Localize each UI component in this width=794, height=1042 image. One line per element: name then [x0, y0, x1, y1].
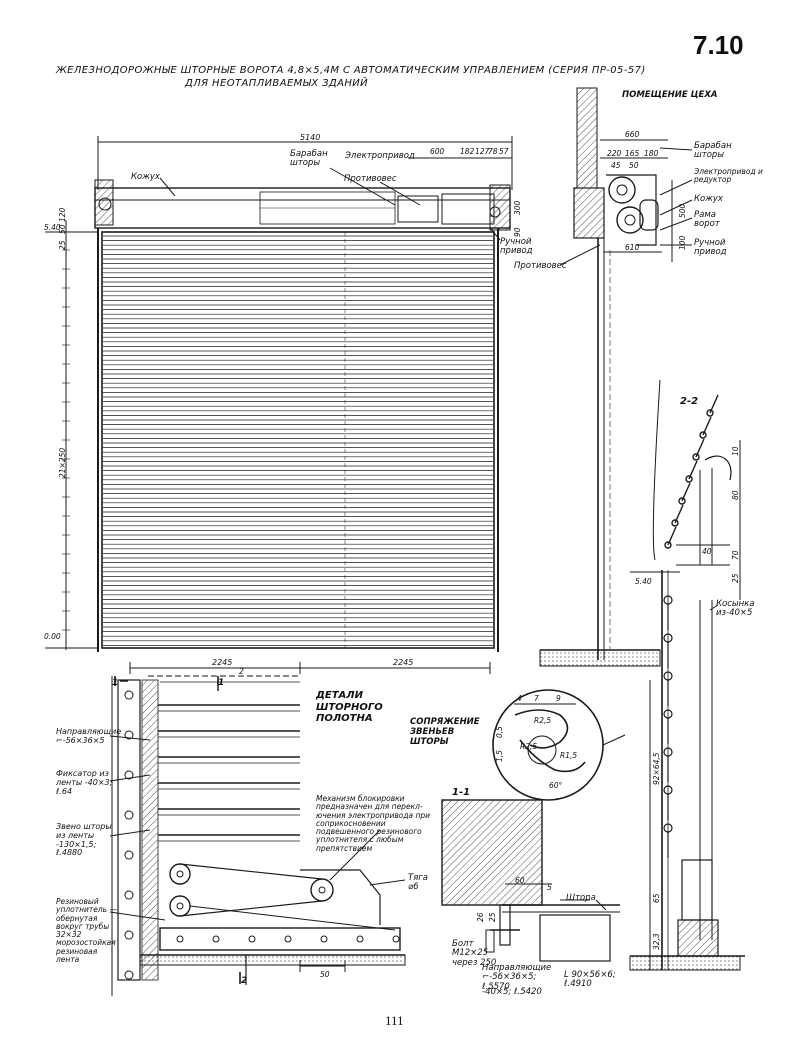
section-dim-165: 165 [625, 149, 640, 158]
section-room-label: ПОМЕЩЕНИЕ ЦЕХА [622, 90, 718, 100]
drawing-circle [124, 890, 134, 900]
drawing-circle [124, 970, 134, 980]
elev-label-elektroprivod: Электропривод [345, 151, 415, 161]
drawing-circle [356, 935, 364, 943]
elevation-view [45, 136, 513, 674]
coupling-dim-60deg: 60° [549, 781, 563, 790]
section-1-1-label-polosa: -40×5; ℓ.5420 [482, 987, 542, 997]
details-label-napravl: Направляющие ⌐-56×36×5 [56, 727, 122, 745]
section-1-1-label-ugolok: L 90×56×6; ℓ.4910 [564, 970, 616, 990]
details-label-zveno: Звено шторы из ленты -130×1,5; ℓ.4880 [56, 822, 112, 858]
details-dim-top: 2 [239, 667, 244, 676]
section-1-1-label-bolt: Болт М12×25 через 250 [452, 939, 497, 968]
drawing-title: ЖЕЛЕЗНОДОРОЖНЫЕ ШТОРНЫЕ ВОРОТА 4,8×5,4М … [56, 65, 646, 76]
drawing-circle [212, 935, 220, 943]
section-label-baraban: Барабан шторы [694, 141, 732, 161]
details-label-fiksator: Фиксатор из ленты -40×3; ℓ.64 [56, 769, 113, 796]
section-level: 5.40 [635, 577, 652, 586]
drawing-circle [678, 497, 686, 505]
coupling-heading: СОПРЯЖЕНИЕ ЗВЕНЬЕВ ШТОРЫ [410, 717, 480, 747]
elev-label-kozhukh: Кожух [131, 172, 160, 182]
drawing-circle [248, 935, 256, 943]
elev-top-dim-600: 600 [430, 147, 445, 156]
section-2-2-mark: 2-2 [680, 396, 699, 407]
coupling-dim-7: 7 [534, 694, 539, 703]
section-dim-610: 610 [625, 243, 640, 252]
drawing-circle [706, 409, 714, 417]
drawing-circle [320, 935, 328, 943]
coupling-dim-9: 9 [556, 694, 561, 703]
elev-bottom-dim-left: 2245 [212, 658, 233, 667]
section-dim-50: 50 [629, 161, 639, 170]
details-label-rezin: Резиновый уплотнитель — обернутая вокруг… [56, 897, 117, 964]
section-1-1-label-napravl: Направляющие ⌐-56×36×5; ℓ.5570 [482, 963, 552, 992]
elev-overall-width: 5140 [300, 133, 321, 142]
coupling-radius-a: R2,5 [534, 716, 552, 725]
section-label-ruchnoy: Ручной привод [694, 238, 727, 258]
section-label-kozhukh: Кожух [694, 194, 723, 204]
section-dim-660: 660 [625, 130, 640, 139]
elev-level-bottom: 0.00 [44, 632, 61, 641]
section-2-2-dim-40: 40 [702, 547, 712, 556]
elev-label-baraban: Барабан шторы [290, 149, 328, 169]
drawing-circle [124, 930, 134, 940]
drawing-circle [124, 690, 134, 700]
section-label-rama: Рама ворот [694, 210, 720, 230]
drawing-circle [176, 935, 184, 943]
drawing-circle [124, 770, 134, 780]
details-heading: ДЕТАЛИ ШТОРНОГО ПОЛОТНА [316, 690, 383, 724]
drawing-subtitle: ДЛЯ НЕОТАПЛИВАЕМЫХ ЗДАНИЙ [185, 78, 369, 89]
drawing-circle [699, 431, 707, 439]
elev-label-ruchnoy: Ручной привод [500, 237, 533, 257]
section-1-1-dim-5: 5 [547, 883, 552, 892]
section-1-1-view [441, 799, 620, 962]
sheet-number: 7.10 [693, 30, 744, 60]
section-dim-220: 220 [607, 149, 622, 158]
section-label-elektro: Электропривод и редуктор [694, 167, 763, 185]
drawing-circle [124, 850, 134, 860]
section-dim-45: 45 [611, 161, 621, 170]
section-1-1-mark: 1-1 [452, 787, 471, 798]
elev-top-dim-57: 57 [499, 147, 509, 156]
section-label-kosynka: Косынка из-40×5 [716, 599, 755, 619]
elev-top-dim-182: 182 [460, 147, 475, 156]
elev-top-dim-78: 78 [488, 147, 498, 156]
details-mark-1b: 1 [218, 678, 225, 688]
coupling-detail-view [492, 689, 626, 801]
drawing-circle [124, 810, 134, 820]
curtain-details-view [109, 675, 406, 996]
section-dim-180: 180 [644, 149, 659, 158]
section-label-protivoves: Противовес [514, 261, 567, 271]
elev-bottom-dim-right: 2245 [393, 658, 414, 667]
elev-level-top: 5.40 [44, 223, 61, 232]
drawing-circle [671, 519, 679, 527]
drawing-circle [685, 475, 693, 483]
drawing-circle [664, 541, 672, 549]
side-section-view [539, 87, 745, 971]
details-label-mekhanizm: Механизм блокировки предназначен для пер… [316, 794, 431, 853]
drawing-circle [392, 935, 400, 943]
details-mark-2a: 2 [241, 976, 248, 986]
section-1-1-label-shtora: Штора [566, 893, 596, 903]
page-number: 111 [385, 1013, 404, 1028]
coupling-radius-c: R1,5 [560, 751, 578, 760]
details-dim-50: 50 [320, 970, 330, 979]
drawing-circle [692, 453, 700, 461]
drawing-circle [284, 935, 292, 943]
drawing-circle [124, 730, 134, 740]
elev-top-dim-127: 127 [475, 147, 490, 156]
elev-label-protivoves: Противовес [344, 174, 397, 184]
details-label-tyaga: Тяга ⌀6 [408, 873, 428, 893]
